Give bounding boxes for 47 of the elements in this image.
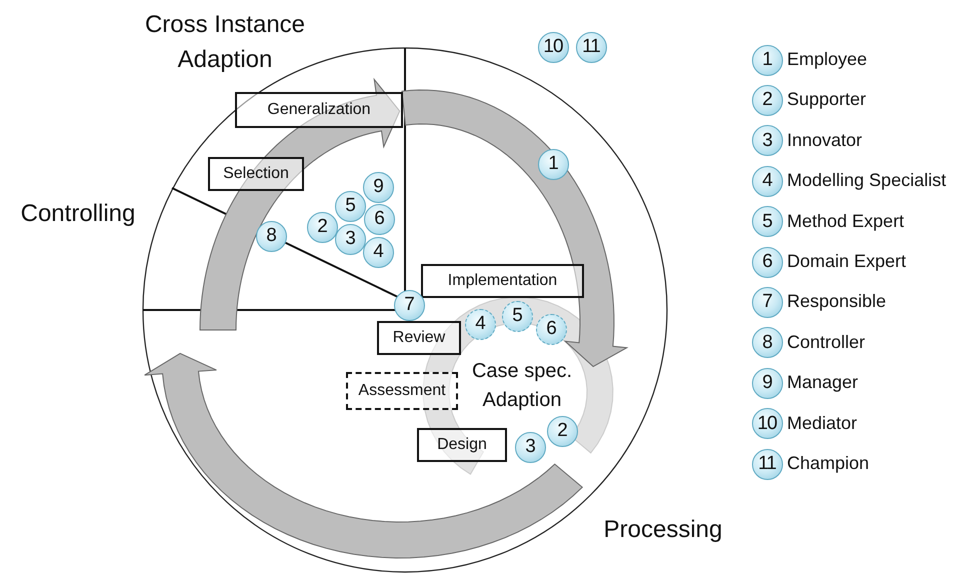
role-name: Controller (787, 332, 866, 353)
number-badge: 5 (502, 300, 532, 332)
number-badge: 3 (334, 224, 366, 254)
number-badge: 4 (362, 236, 394, 268)
quadrant-label: Controlling (20, 199, 136, 229)
role-name: Modelling Specialist (787, 170, 946, 192)
number-badge: 1 (752, 44, 782, 76)
number-badge: 6 (364, 204, 394, 234)
number-badge: 8 (752, 327, 782, 358)
number-badge: 2 (752, 84, 782, 116)
number-badge: 8 (256, 220, 286, 252)
process-box: Implementation (421, 264, 584, 298)
number-badge: 11 (576, 32, 606, 62)
number-badge: 3 (514, 432, 546, 462)
number-badge: 3 (752, 125, 782, 156)
process-box: Selection (208, 157, 304, 191)
role-name: Domain Expert (787, 251, 906, 272)
process-box: Assessment (346, 372, 458, 410)
number-badge: 9 (752, 368, 782, 399)
number-badge: 10 (538, 32, 568, 62)
number-badge: 2 (306, 212, 338, 242)
process-box: Design (417, 428, 507, 462)
process-box: Review (377, 321, 461, 355)
quadrant-label: Cross Instance Adaption (144, 10, 306, 75)
number-badge: 4 (464, 308, 496, 340)
role-name: Innovator (787, 130, 862, 151)
number-badge: 7 (394, 290, 424, 320)
role-name: Mediator (787, 412, 858, 434)
number-badge: 11 (752, 448, 782, 480)
role-name: Responsible (787, 291, 886, 312)
role-name: Employee (787, 49, 868, 70)
cycle-label: Case spec. Adaption (470, 359, 574, 413)
role-name: Supporter (787, 89, 866, 110)
number-badge: 4 (752, 166, 782, 197)
role-name: Method Expert (787, 210, 904, 232)
number-badge: 6 (536, 314, 566, 344)
number-badge: 10 (752, 408, 782, 440)
number-badge: 2 (546, 416, 578, 446)
number-badge: 5 (334, 190, 366, 222)
number-badge: 5 (752, 206, 782, 238)
number-badge: 6 (752, 246, 782, 278)
process-box: Generalization (235, 92, 403, 128)
number-badge: 7 (752, 286, 782, 318)
quadrant-label: Processing (602, 515, 724, 545)
role-name: Manager (787, 372, 858, 394)
number-badge: 9 (362, 172, 394, 202)
role-name: Champion (787, 453, 870, 474)
